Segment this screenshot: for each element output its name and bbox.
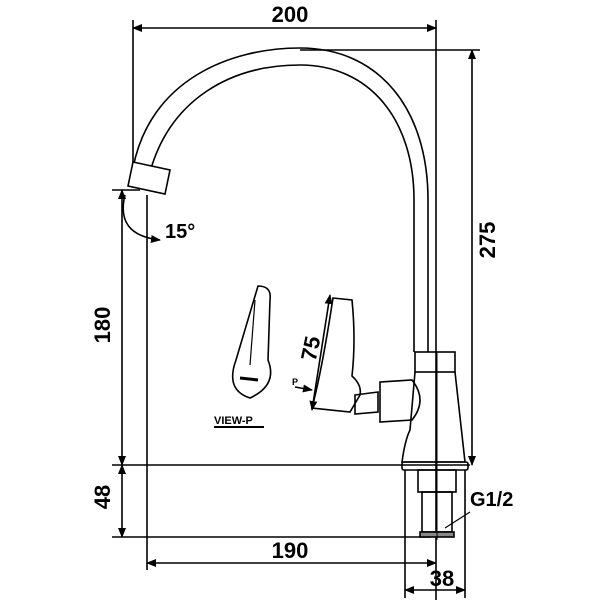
handle-rib — [249, 299, 256, 366]
thread-leader — [444, 511, 471, 529]
view-marker: P — [292, 377, 298, 387]
thread-label: G1/2 — [470, 489, 513, 511]
aerator — [127, 161, 171, 195]
body-collar — [414, 351, 456, 373]
handle-stem — [354, 391, 379, 415]
spout-inner — [149, 64, 415, 352]
dim-label-reach: 190 — [272, 538, 309, 563]
dim-label-height: 275 — [475, 222, 500, 259]
view-label: VIEW-P — [214, 415, 253, 427]
angle-arc — [122, 194, 161, 243]
dim-label-base-height: 48 — [90, 485, 115, 509]
base-flange — [401, 461, 469, 471]
faucet-body — [401, 371, 466, 463]
spout-outer — [132, 47, 429, 352]
dim-label-width: 200 — [272, 2, 309, 27]
dim-label-spout-height: 180 — [90, 307, 115, 344]
angle-label: 15° — [165, 221, 195, 243]
handle-front-view — [231, 285, 272, 399]
handle-logo — [239, 376, 259, 382]
view-arrow — [294, 384, 313, 393]
valve-housing — [379, 379, 421, 423]
dim-line-75 — [309, 294, 333, 411]
dim-label-handle-length: 75 — [296, 334, 326, 363]
dim-label-body-width: 38 — [430, 566, 454, 591]
